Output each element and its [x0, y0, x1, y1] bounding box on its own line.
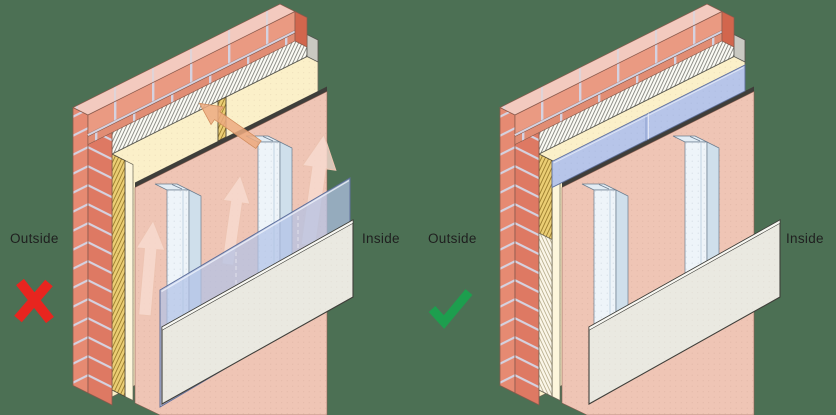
green-check-icon: [428, 289, 473, 329]
outside-label: Outside: [10, 231, 59, 246]
vapour-membrane-layer: [551, 64, 746, 189]
insulation-edge-strip: [538, 232, 553, 398]
inside-label: Inside: [362, 231, 400, 246]
inside-label: Inside: [786, 231, 824, 246]
red-cross-icon: [14, 278, 54, 324]
panel-correct: Outside Inside: [428, 4, 824, 415]
outside-label: Outside: [428, 231, 477, 246]
panel-incorrect: Outside Inside: [10, 4, 400, 415]
